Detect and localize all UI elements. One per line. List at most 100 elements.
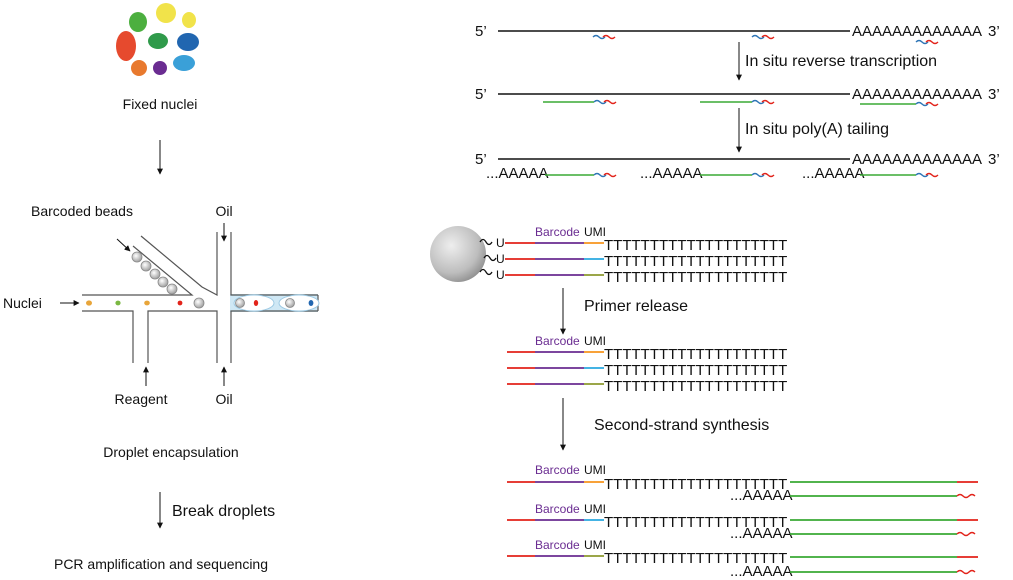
nucleus-9 bbox=[173, 55, 195, 71]
bead bbox=[193, 297, 205, 309]
primer-release-label: Primer release bbox=[584, 298, 688, 315]
umi-label: UMI bbox=[584, 225, 606, 239]
droplet-nucleus bbox=[253, 300, 259, 306]
barcode-label: Barcode bbox=[535, 225, 580, 239]
added-a-tail: ...AAAAA bbox=[730, 487, 793, 504]
channel-nucleus bbox=[115, 300, 121, 306]
poly-t-sequence: TTTTTTTTTTTTTTTTTTTT bbox=[604, 237, 787, 254]
bead-primer-row: U TTTTTTTTTTTTTTTTTTTT bbox=[496, 252, 787, 270]
poly-a-tailing-label: In situ poly(A) tailing bbox=[745, 121, 889, 138]
primer-wave bbox=[761, 34, 775, 40]
pcr-sequencing-caption: PCR amplification and sequencing bbox=[54, 556, 268, 572]
five-prime-label: 5’ bbox=[475, 151, 487, 168]
nucleus-7 bbox=[131, 60, 147, 76]
nucleus-8 bbox=[153, 61, 167, 75]
primer-wave bbox=[915, 39, 929, 45]
umi-label: UMI bbox=[584, 502, 606, 516]
nucleus-4 bbox=[116, 31, 136, 61]
barcode-label: Barcode bbox=[535, 538, 580, 552]
arrow-beads-inlet bbox=[116, 238, 131, 252]
barcode-label: Barcode bbox=[535, 334, 580, 348]
added-a-tail: ...AAAAA bbox=[802, 165, 865, 182]
primer-wave bbox=[603, 172, 617, 178]
added-a-tail: ...AAAAA bbox=[486, 165, 549, 182]
nucleus-2 bbox=[156, 3, 176, 23]
three-prime-label: 3’ bbox=[988, 23, 1000, 40]
primer-wave bbox=[925, 101, 939, 107]
microfluidic-chip bbox=[82, 232, 319, 363]
primer-wave bbox=[761, 172, 775, 178]
poly-a-tail: AAAAAAAAAAAAA bbox=[852, 86, 982, 103]
primer-wave bbox=[593, 172, 607, 178]
channel-nucleus bbox=[86, 300, 92, 306]
gel-bead bbox=[430, 226, 486, 282]
primer-wave bbox=[925, 39, 939, 45]
left-panel: Fixed nuclei bbox=[3, 3, 320, 572]
nuclei-inlet-label: Nuclei bbox=[3, 295, 42, 311]
droplet-bead bbox=[285, 298, 295, 308]
fixed-nuclei-cluster bbox=[116, 3, 199, 76]
in-situ-panel: 5’ AAAAAAAAAAAAA 3’ In situ reverse tran… bbox=[475, 23, 1000, 182]
primer-wave bbox=[751, 172, 765, 178]
bead bbox=[166, 283, 178, 295]
primer-wave bbox=[751, 99, 765, 105]
reverse-transcription-label: In situ reverse transcription bbox=[745, 53, 937, 70]
poly-t-sequence: TTTTTTTTTTTTTTTTTTTT bbox=[604, 550, 787, 567]
nucleus-1 bbox=[129, 12, 147, 32]
five-prime-label: 5’ bbox=[475, 86, 487, 103]
primer-wave bbox=[592, 34, 606, 40]
poly-t-sequence: TTTTTTTTTTTTTTTTTTTT bbox=[604, 253, 787, 270]
barcode-label: Barcode bbox=[535, 502, 580, 516]
barcode-panel: Barcode UMI U TTTTTTTTTTTTTTTTTTTT U TTT… bbox=[430, 225, 978, 580]
added-a-tail: ...AAAAA bbox=[730, 525, 793, 542]
bead bbox=[140, 260, 152, 272]
primer-wave bbox=[593, 99, 607, 105]
droplet-encapsulation-caption: Droplet encapsulation bbox=[103, 444, 238, 460]
barcoded-beads-label: Barcoded beads bbox=[31, 203, 133, 219]
three-prime-label: 3’ bbox=[988, 151, 1000, 168]
nucleus-5 bbox=[148, 33, 168, 49]
primer-wave bbox=[915, 101, 929, 107]
primer-wave bbox=[603, 99, 617, 105]
umi-label: UMI bbox=[584, 538, 606, 552]
three-prime-label: 3’ bbox=[988, 86, 1000, 103]
break-droplets-label: Break droplets bbox=[172, 503, 275, 520]
bead bbox=[131, 251, 143, 263]
bead-linkers bbox=[479, 238, 497, 276]
primer-wave bbox=[915, 172, 929, 178]
poly-t-sequence: TTTTTTTTTTTTTTTTTTTT bbox=[604, 362, 787, 379]
primer-wave bbox=[761, 99, 775, 105]
umi-label: UMI bbox=[584, 334, 606, 348]
released-primer-row: TTTTTTTTTTTTTTTTTTTT bbox=[507, 346, 787, 363]
bead bbox=[157, 276, 169, 288]
umi-label: UMI bbox=[584, 463, 606, 477]
poly-a-tail: AAAAAAAAAAAAA bbox=[852, 151, 982, 168]
added-a-tail: ...AAAAA bbox=[640, 165, 703, 182]
droplets bbox=[233, 294, 320, 312]
added-a-tail: ...AAAAA bbox=[730, 563, 793, 580]
droplet-bead bbox=[235, 298, 245, 308]
bead-train bbox=[131, 251, 205, 309]
poly-t-sequence: TTTTTTTTTTTTTTTTTTTT bbox=[604, 346, 787, 363]
ds-product: Barcode UMI TTTTTTTTTTTTTTTTTTTT ...AAAA… bbox=[507, 463, 978, 504]
uracil-label: U bbox=[496, 236, 505, 250]
channel-nuclei bbox=[86, 300, 183, 306]
poly-a-tail: AAAAAAAAAAAAA bbox=[852, 23, 982, 40]
poly-t-sequence: TTTTTTTTTTTTTTTTTTTT bbox=[604, 269, 787, 286]
released-primer-row: TTTTTTTTTTTTTTTTTTTT bbox=[507, 362, 787, 379]
primer-wave bbox=[751, 34, 765, 40]
uracil-label: U bbox=[496, 252, 505, 266]
droplet-nucleus bbox=[308, 300, 314, 306]
ds-product: Barcode UMI TTTTTTTTTTTTTTTTTTTT ...AAAA… bbox=[507, 502, 978, 542]
barcode-label: Barcode bbox=[535, 463, 580, 477]
released-primer-row: TTTTTTTTTTTTTTTTTTTT bbox=[507, 378, 787, 395]
five-prime-label: 5’ bbox=[475, 23, 487, 40]
nucleus-3 bbox=[182, 12, 196, 28]
oil-bottom-label: Oil bbox=[215, 391, 232, 407]
oil-top-label: Oil bbox=[215, 203, 232, 219]
bead-primer-row: U TTTTTTTTTTTTTTTTTTTT bbox=[496, 236, 787, 254]
uracil-label: U bbox=[496, 268, 505, 282]
nucleus-6 bbox=[177, 33, 199, 51]
